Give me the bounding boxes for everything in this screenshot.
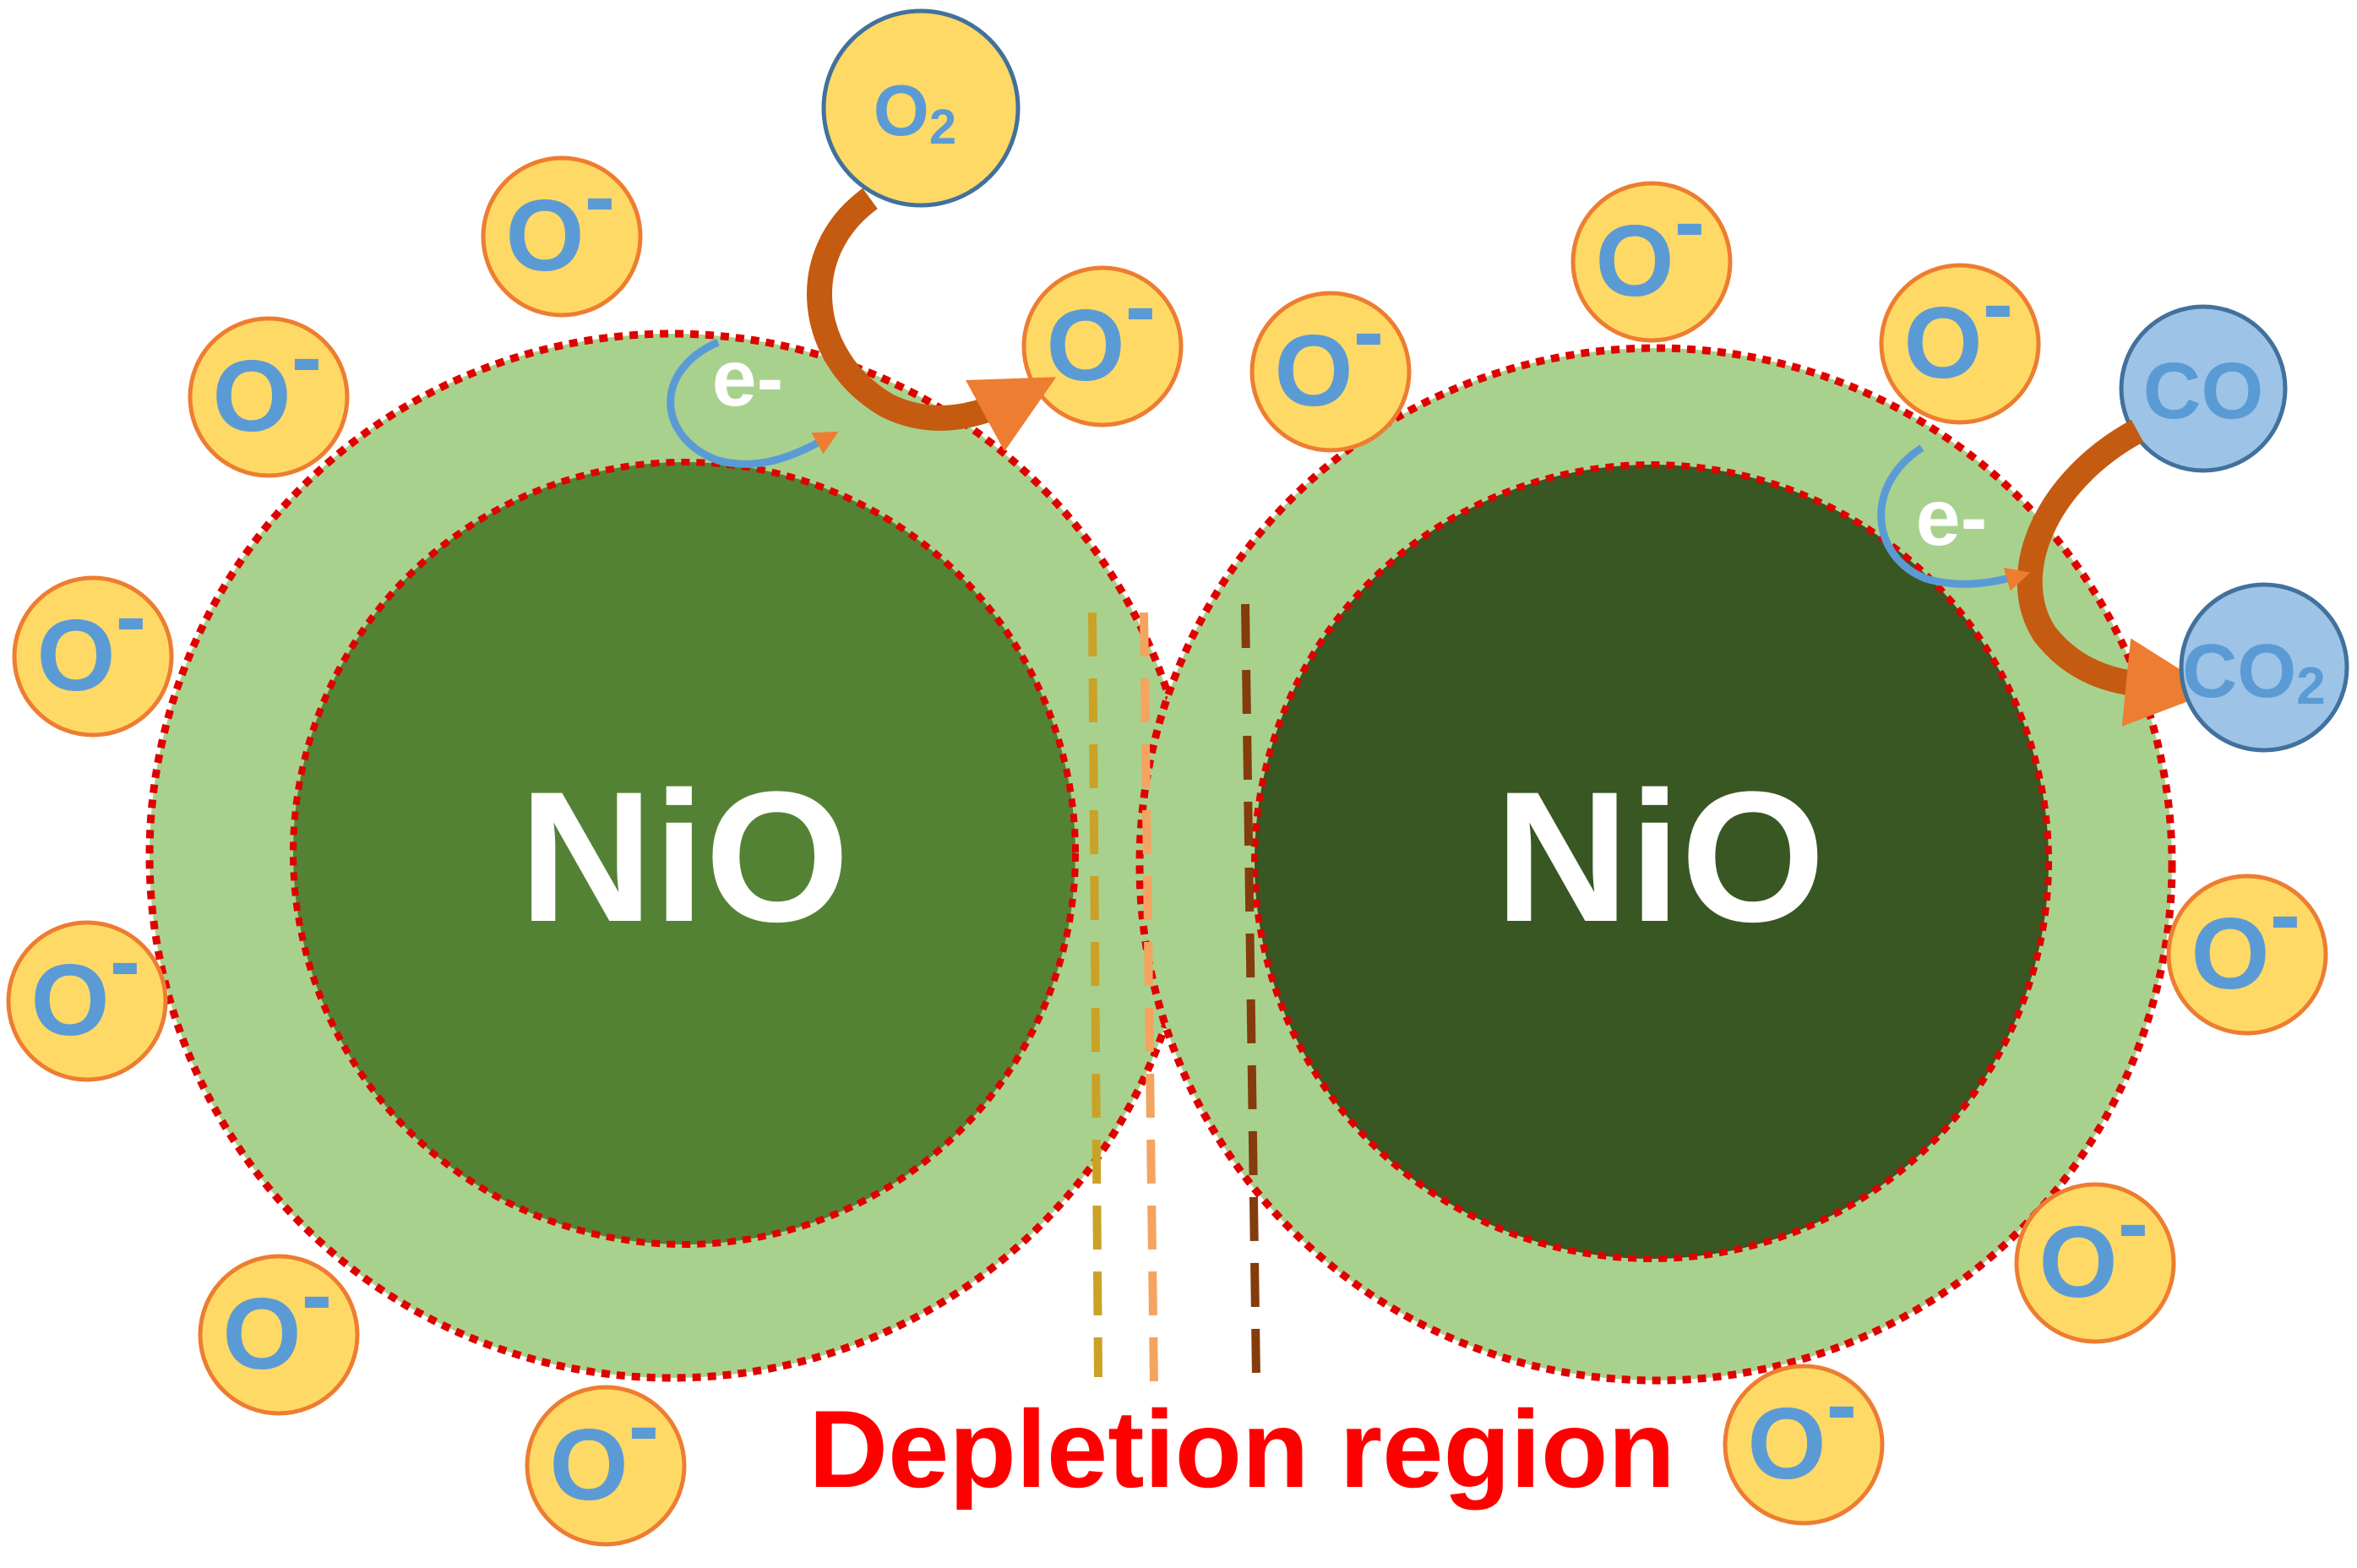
svg-text:O: O bbox=[1046, 289, 1124, 402]
svg-text:O: O bbox=[1747, 1387, 1826, 1500]
svg-text:-: - bbox=[585, 144, 616, 248]
co2-molecule bbox=[2179, 582, 2349, 753]
svg-text:O: O bbox=[1903, 286, 1982, 400]
svg-text:O: O bbox=[30, 944, 109, 1057]
left-electron-label: e- bbox=[712, 334, 783, 423]
oxygen-adsorption: O2 e- bbox=[667, 8, 1057, 468]
oxygen-ion: O - bbox=[1723, 1353, 1885, 1526]
co-label: CO bbox=[2143, 346, 2264, 436]
svg-text:O: O bbox=[1274, 314, 1353, 427]
svg-text:-: - bbox=[291, 305, 323, 409]
svg-text:-: - bbox=[2118, 1171, 2149, 1275]
left-core-boundary bbox=[290, 459, 1079, 1248]
oxygen-ion: O - bbox=[2166, 863, 2328, 1036]
co-oxidation: CO CO2 e- bbox=[1877, 304, 2349, 753]
svg-text:-: - bbox=[1983, 252, 2014, 356]
o2-molecule bbox=[821, 8, 1021, 208]
oxygen-ion: O - bbox=[1021, 254, 1184, 427]
right-shell-boundary bbox=[1135, 344, 2176, 1385]
co-molecule bbox=[2119, 304, 2288, 473]
oxygen-ion: O - bbox=[2014, 1171, 2176, 1344]
oxygen-ion: O - bbox=[12, 564, 174, 738]
right-electron-arrow bbox=[1877, 444, 2031, 591]
svg-text:-: - bbox=[1353, 280, 1385, 384]
svg-text:O: O bbox=[505, 179, 584, 292]
oxygen-ion: O - bbox=[1249, 280, 1412, 453]
svg-text:-: - bbox=[302, 1243, 333, 1347]
svg-text:-: - bbox=[1826, 1353, 1858, 1456]
svg-text:O: O bbox=[36, 599, 115, 712]
co-reaction-arrow bbox=[2017, 419, 2215, 727]
oxygen-ion: O - bbox=[1879, 252, 2041, 425]
right-nio-core bbox=[1255, 465, 2049, 1259]
left-nio-label: NiO bbox=[519, 753, 849, 961]
svg-text:-: - bbox=[2270, 863, 2301, 966]
oxygen-ion: O - bbox=[1570, 170, 1733, 343]
right-electron-label: e- bbox=[1916, 473, 1987, 563]
right-particle: NiO bbox=[1135, 344, 2176, 1385]
depletion-region-label: Depletion region bbox=[808, 1387, 1675, 1511]
adsorbed-oxygen-ions: O - O - O - O - O - O - O bbox=[6, 144, 2328, 1547]
svg-text:O: O bbox=[2039, 1206, 2117, 1319]
right-core-boundary bbox=[1251, 461, 2052, 1262]
oxygen-ion: O - bbox=[198, 1243, 360, 1416]
svg-text:-: - bbox=[629, 1374, 660, 1478]
svg-text:O: O bbox=[212, 340, 291, 453]
oxygen-ion: O - bbox=[6, 909, 168, 1082]
oxygen-ion: O - bbox=[481, 144, 643, 318]
svg-text:O: O bbox=[2191, 897, 2269, 1010]
svg-text:O: O bbox=[549, 1408, 628, 1522]
svg-text:O: O bbox=[1595, 204, 1674, 318]
svg-text:O: O bbox=[222, 1277, 301, 1391]
co2-label: CO2 bbox=[2182, 629, 2325, 716]
right-nio-label: NiO bbox=[1494, 753, 1825, 961]
svg-text:-: - bbox=[1674, 170, 1706, 274]
left-particle: NiO bbox=[145, 329, 1198, 1382]
svg-text:-: - bbox=[1125, 254, 1157, 358]
oxygen-ion: O - bbox=[525, 1374, 687, 1547]
o2-reaction-arrow bbox=[807, 188, 1057, 452]
svg-text:-: - bbox=[110, 909, 141, 1013]
svg-text:-: - bbox=[116, 564, 147, 668]
oxygen-ion: O - bbox=[188, 305, 350, 478]
o2-label: O2 bbox=[874, 71, 956, 155]
left-nio-core bbox=[293, 462, 1075, 1244]
left-electron-arrow bbox=[667, 338, 839, 468]
